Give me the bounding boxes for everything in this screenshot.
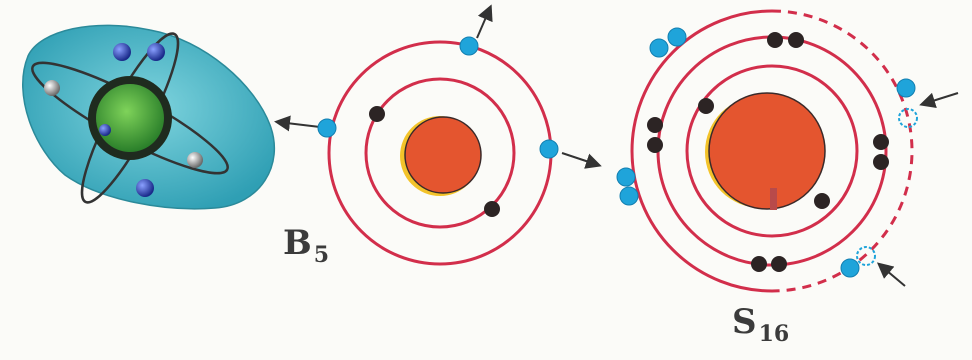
bohr-atom-icon xyxy=(617,11,917,291)
arrow-out-icon xyxy=(562,153,598,165)
arrow-out-icon xyxy=(278,122,320,127)
sulfur-label: S16 xyxy=(732,305,789,345)
boron-symbol: B xyxy=(283,223,312,263)
sulfur-subscript: 16 xyxy=(759,321,790,347)
bohr-atom-icon xyxy=(318,37,558,264)
boron-subscript: 5 xyxy=(314,242,329,268)
arrow-out-icon xyxy=(477,8,490,38)
arrow-in-icon xyxy=(923,93,958,104)
electron-cloud-atom-icon xyxy=(23,25,275,212)
sulfur-symbol: S xyxy=(732,302,757,342)
boron-label: B5 xyxy=(283,226,329,266)
arrow-in-icon xyxy=(880,265,905,286)
